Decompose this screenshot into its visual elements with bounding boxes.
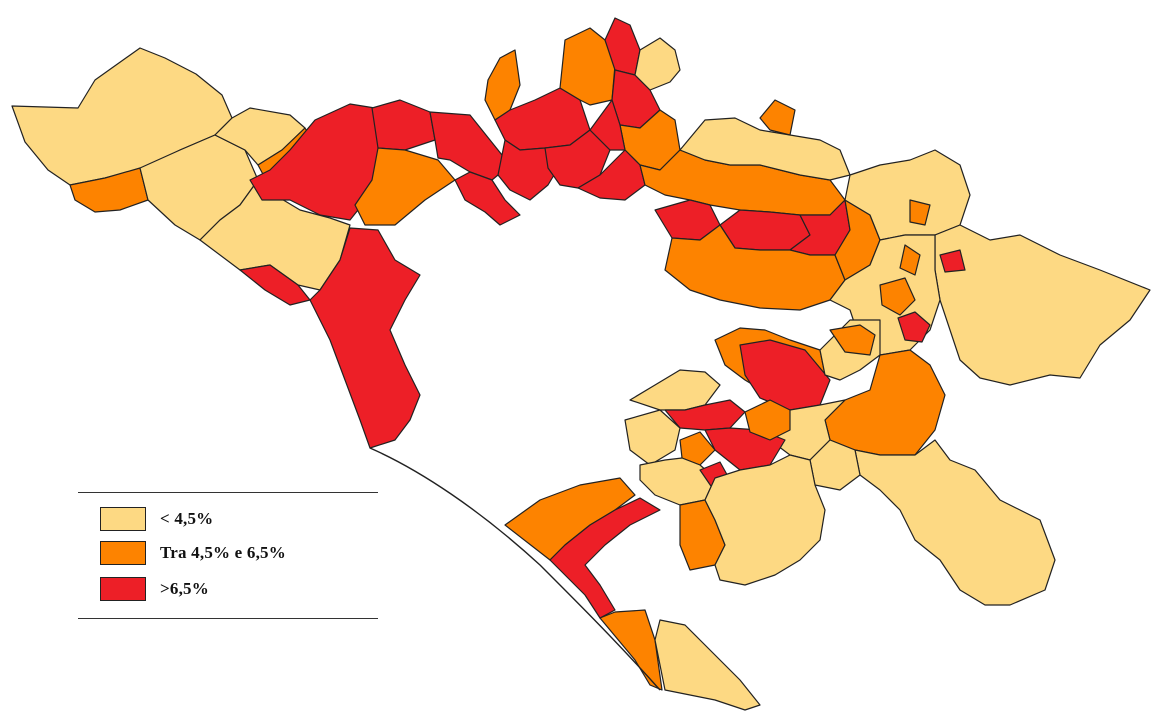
region-north-5 <box>497 139 561 201</box>
region-central-3 <box>719 209 811 251</box>
region-south-4 <box>829 324 876 356</box>
region-east-4 <box>934 224 1151 386</box>
region-sw-10 <box>704 454 826 586</box>
legend-item-mid: Tra 4,5% e 6,5% <box>100 540 286 566</box>
region-north-3 <box>484 49 521 121</box>
map-legend: < 4,5% Tra 4,5% e 6,5% >6,5% <box>78 492 378 619</box>
legend-swatch-high <box>100 577 146 601</box>
legend-swatch-mid <box>100 541 146 565</box>
region-east-10 <box>899 244 921 276</box>
region-sw-4 <box>679 431 716 466</box>
region-west-10 <box>354 147 456 226</box>
region-west-2 <box>69 167 149 213</box>
region-east-2 <box>759 99 796 136</box>
legend-item-low: < 4,5% <box>100 506 213 532</box>
region-east-5 <box>939 249 966 273</box>
legend-item-high: >6,5% <box>100 576 209 602</box>
region-coast-red <box>309 227 421 449</box>
legend-label-low: < 4,5% <box>160 509 214 528</box>
legend-label-mid: Tra 4,5% e 6,5% <box>160 543 286 562</box>
coastline <box>369 447 661 691</box>
legend-swatch-low <box>100 507 146 531</box>
region-east-7 <box>879 277 916 316</box>
region-east-8 <box>897 311 931 343</box>
region-sw-7 <box>639 457 716 506</box>
region-north-2 <box>454 171 521 226</box>
region-sw-6 <box>744 399 791 441</box>
legend-label-high: >6,5% <box>160 579 209 598</box>
region-north-11 <box>634 37 681 91</box>
region-sw-3 <box>624 409 681 466</box>
region-west-9 <box>371 99 436 151</box>
region-north-12 <box>589 99 626 151</box>
legend-bottom-rule <box>78 618 378 619</box>
region-south-7 <box>854 439 1056 606</box>
legend-top-rule <box>78 492 378 493</box>
region-scoast-4 <box>654 619 761 711</box>
region-scoast-3 <box>599 609 663 691</box>
region-east-9 <box>909 199 931 226</box>
region-sw-1 <box>629 369 721 411</box>
